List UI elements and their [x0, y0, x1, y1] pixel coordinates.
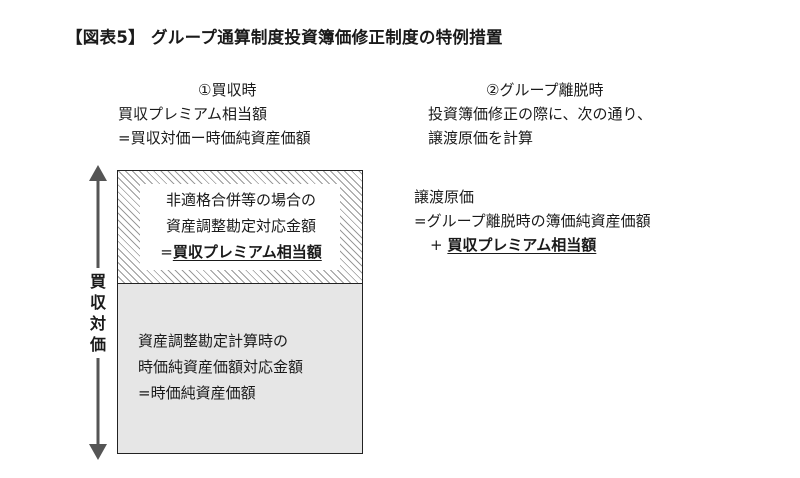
formula-heading: 譲渡原価 [414, 188, 475, 206]
acquisition-heading: ①買収時 [198, 81, 257, 99]
purchase-price-label: 買 収 対 価 [88, 268, 108, 358]
withdrawal-line-2: 譲渡原価を計算 [428, 129, 534, 147]
formula-premium-term: 買収プレミアム相当額 [447, 236, 597, 254]
purchase-price-char-1: 買 [89, 272, 106, 291]
formula-line-1: =グループ離脱時の簿価純資産価額 [414, 212, 651, 230]
acquisition-line-2: =買収対価ー時価純資産価額 [118, 129, 311, 147]
premium-box-line-1: 非適格合併等の場合の [165, 191, 316, 209]
premium-box-text-area: 非適格合併等の場合の 資産調整勘定対応金額 =買収プレミアム相当額 [140, 184, 340, 270]
net-asset-line-1: 資産調整勘定計算時の [138, 332, 289, 350]
withdrawal-heading: ②グループ離脱時 [486, 81, 604, 99]
premium-box-line-3: =買収プレミアム相当額 [146, 239, 336, 265]
premium-box-term: 買収プレミアム相当額 [172, 243, 322, 261]
premium-box-text: 非適格合併等の場合の 資産調整勘定対応金額 =買収プレミアム相当額 [146, 187, 336, 265]
acquisition-line-1: 買収プレミアム相当額 [118, 105, 267, 123]
net-asset-gray-box: 資産調整勘定計算時の 時価純資産価額対応金額 =時価純資産価額 [117, 284, 363, 454]
formula-line-2: + 買収プレミアム相当額 [430, 233, 596, 257]
premium-hatched-box: 非適格合併等の場合の 資産調整勘定対応金額 =買収プレミアム相当額 [117, 170, 363, 284]
withdrawal-line-1: 投資簿価修正の際に、次の通り、 [428, 105, 652, 123]
premium-box-line-2: 資産調整勘定対応金額 [165, 217, 316, 235]
purchase-price-char-3: 対 [89, 314, 106, 333]
premium-box-equals: = [160, 243, 173, 261]
purchase-price-char-2: 収 [89, 293, 106, 312]
net-asset-line-3: =時価純資産価額 [138, 384, 256, 402]
formula-plus: + [430, 236, 443, 254]
figure-title: 【図表5】 グループ通算制度投資簿価修正制度の特例措置 [66, 28, 503, 47]
net-asset-box-text: 資産調整勘定計算時の 時価純資産価額対応金額 =時価純資産価額 [138, 328, 303, 406]
purchase-price-char-4: 価 [89, 335, 106, 354]
net-asset-line-2: 時価純資産価額対応金額 [138, 358, 304, 376]
